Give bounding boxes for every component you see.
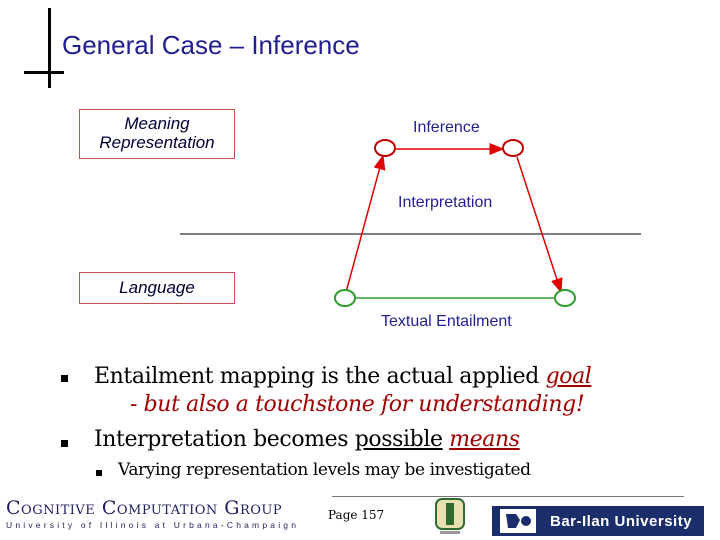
- inference-label: Inference: [413, 119, 480, 136]
- bar-ilan-banner: Bar-Ilan University: [492, 506, 704, 536]
- title-horizontal-rule: [24, 71, 64, 74]
- bullet-2-line: Interpretation becomes possible means: [94, 427, 520, 452]
- goal-word: goal: [545, 364, 592, 389]
- group-name: Cognitive Computation Group: [6, 497, 283, 519]
- interpretation-arrow-right: [516, 156, 563, 294]
- language-box: Language: [79, 272, 235, 304]
- bar-ilan-text: Bar-Ilan University: [550, 512, 693, 530]
- university-emblem-icon: [435, 498, 465, 534]
- sub-bullet-marker-1: [96, 470, 102, 476]
- upper-right-node: [502, 139, 524, 157]
- university-name: University of Illinois at Urbana-Champai…: [6, 520, 300, 530]
- page-number: Page 157: [328, 508, 385, 522]
- interpretation-label: Interpretation: [398, 194, 493, 211]
- bullet-1-text: Entailment mapping is the actual applied: [94, 364, 546, 389]
- bullet-1-line-2: - but also a touchstone for understandin…: [130, 392, 585, 417]
- cognitive-computation-group-logo: Cognitive Computation Group University o…: [6, 497, 336, 535]
- means-word: means: [449, 427, 520, 452]
- bar-ilan-logo-icon: [500, 509, 536, 533]
- upper-left-node: [374, 139, 396, 157]
- sub-bullet-1: Varying representation levels may be inv…: [118, 460, 531, 480]
- lower-right-node: [554, 289, 576, 307]
- textual-entailment-label: Textual Entailment: [381, 313, 512, 330]
- bullet-marker-2: [61, 440, 68, 447]
- meaning-representation-box: Meaning Representation: [79, 109, 235, 159]
- interpretation-arrow-left: [344, 154, 386, 297]
- bullet-2-text: Interpretation becomes: [94, 427, 355, 452]
- bullet-1-line-1: Entailment mapping is the actual applied…: [94, 364, 592, 389]
- lower-left-node: [334, 289, 356, 307]
- slide-title: General Case – Inference: [62, 30, 360, 60]
- footer-divider: [332, 496, 684, 497]
- possible-word: possible: [354, 427, 443, 452]
- bullet-marker-1: [61, 375, 68, 382]
- title-vertical-rule: [48, 8, 51, 88]
